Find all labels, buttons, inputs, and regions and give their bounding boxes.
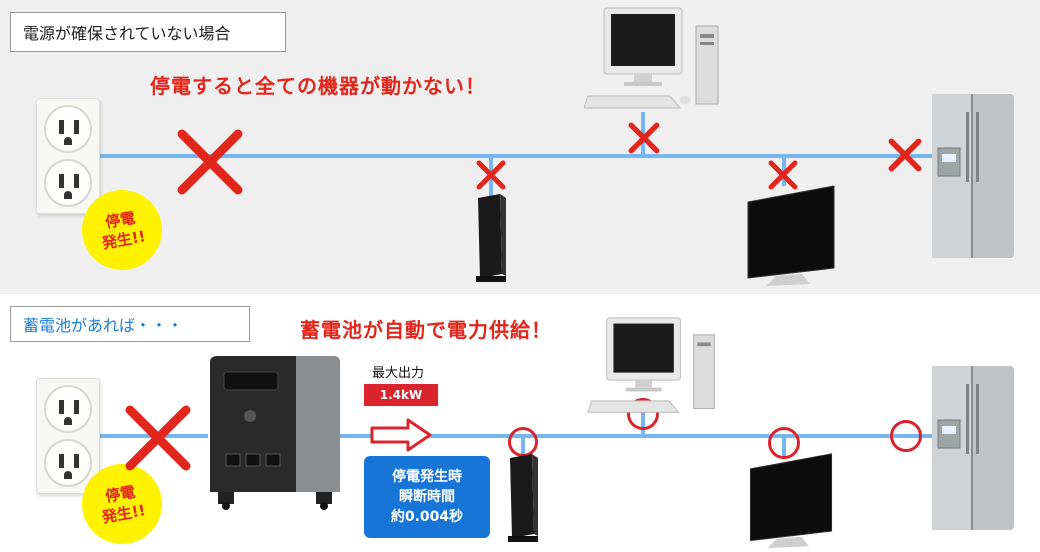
cross-mark-icon: [125, 405, 191, 471]
circle-mark-icon: [508, 427, 538, 457]
switchover-info: 停電発生時 瞬断時間 約0.004秒: [364, 456, 490, 538]
panel-title: 電源が確保されていない場合: [10, 12, 286, 52]
cross-mark-icon: [177, 129, 243, 195]
power-line: [96, 154, 936, 158]
circle-mark-icon: [890, 420, 922, 452]
panel-title: 蓄電池があれば・・・: [10, 306, 250, 342]
arrow-right-icon: [370, 418, 432, 452]
cross-mark-icon: [476, 160, 506, 190]
tv-icon: [747, 185, 835, 286]
info-line-2: 瞬断時間: [399, 489, 455, 505]
desktop-pc-icon: [584, 7, 719, 109]
desktop-pc-icon: [587, 317, 715, 413]
max-output-badge: 1.4kW: [364, 384, 438, 406]
circle-mark-icon: [768, 427, 800, 459]
info-line-1: 停電発生時: [392, 469, 462, 485]
panel-headline: 停電すると全ての機器が動かない！: [150, 74, 486, 98]
cross-mark-icon: [768, 160, 798, 190]
refrigerator-icon: [932, 94, 1014, 258]
panel-headline: 蓄電池が自動で電力供給！: [300, 318, 552, 342]
power-line: [340, 434, 936, 438]
max-output-label: 最大出力: [372, 366, 425, 381]
cross-mark-icon: [628, 122, 660, 154]
info-line-3: 約0.004秒: [390, 509, 464, 525]
wifi-router-icon: [476, 194, 506, 282]
wifi-router-icon: [508, 454, 538, 542]
refrigerator-icon: [932, 366, 1014, 530]
no-power-panel: 電源が確保されていない場合 停電すると全ての機器が動かない！ 停電 発生!!: [0, 0, 1040, 294]
tv-icon: [749, 453, 833, 549]
circle-mark-icon: [627, 398, 659, 430]
cross-mark-icon: [888, 138, 922, 172]
with-battery-panel: 蓄電池があれば・・・ 蓄電池が自動で電力供給！ 停電 発生!! 最大出力 1.4…: [0, 300, 1040, 552]
wall-outlet-icon: [36, 378, 100, 494]
wall-outlet-icon: [36, 98, 100, 214]
battery-unit-icon: [210, 356, 340, 510]
